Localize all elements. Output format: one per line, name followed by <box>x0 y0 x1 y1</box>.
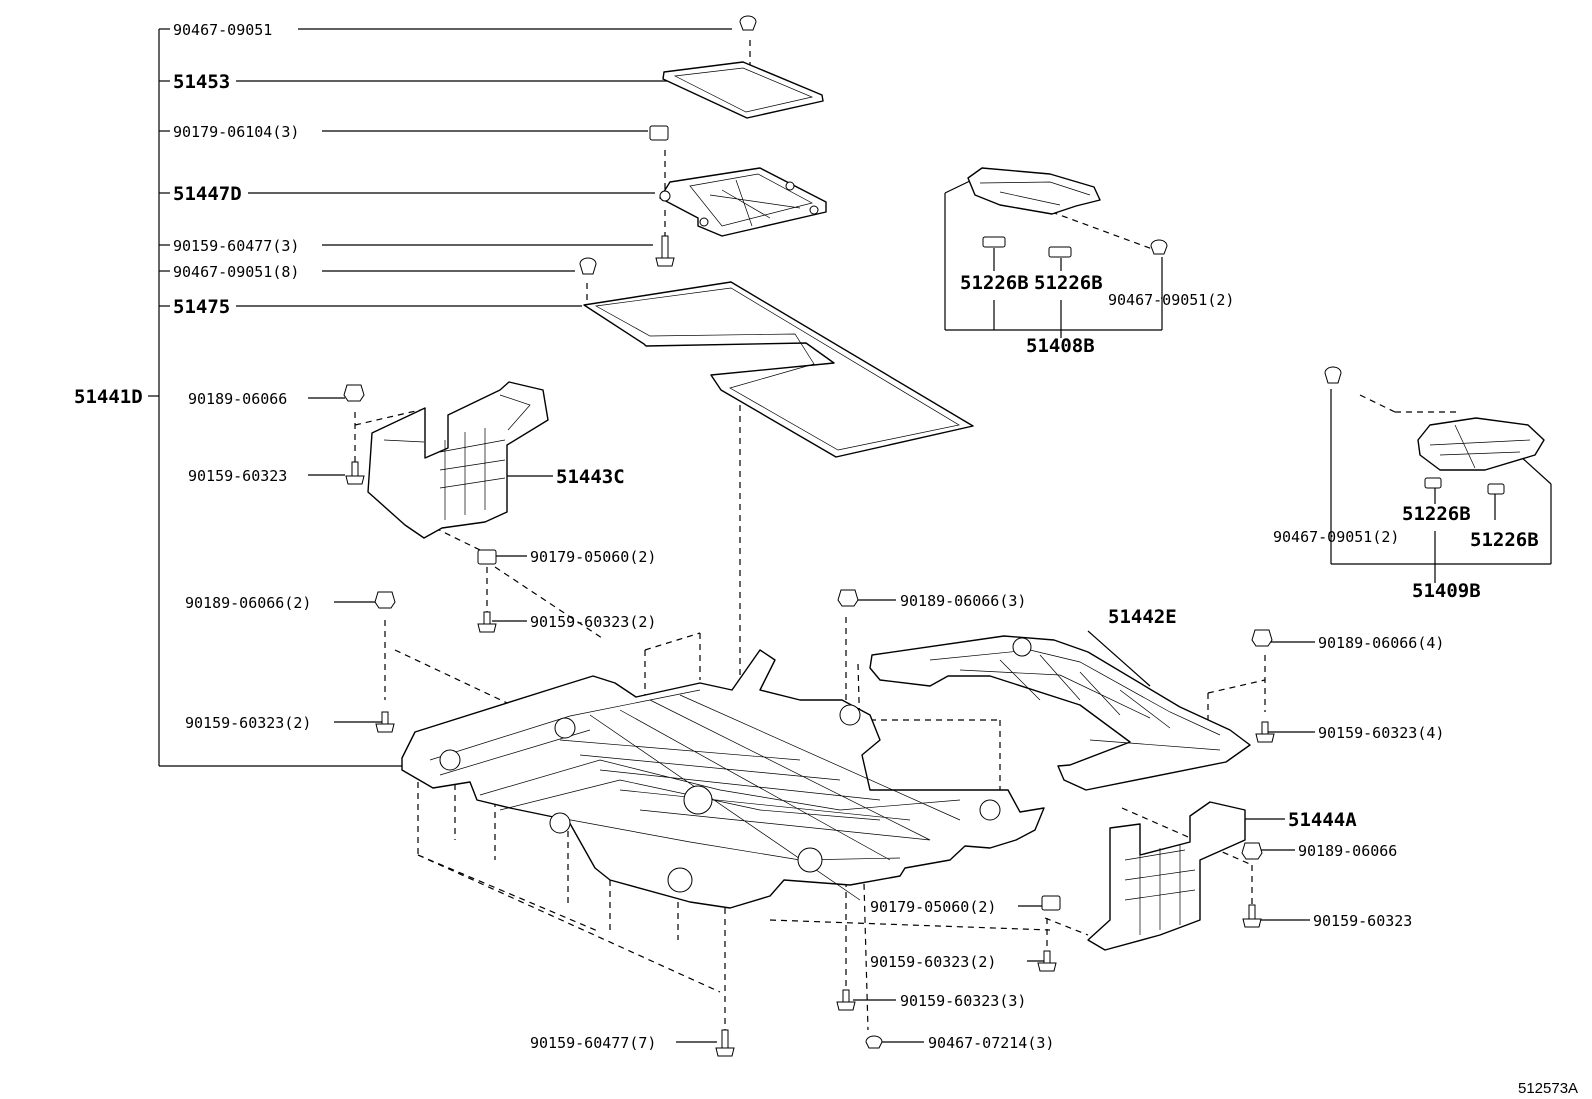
label-51441D: 51441D <box>74 386 143 408</box>
cover-51442E <box>869 635 1251 791</box>
label-90159-60323-2b: 90159-60323(2) <box>185 714 311 732</box>
label-90179-05060-a: 90179-05060(2) <box>530 548 656 566</box>
assembly-bracket <box>148 28 405 767</box>
image-id: 512573A <box>1518 1080 1578 1097</box>
label-90189-06066-a: 90189-06066 <box>188 390 287 408</box>
label-90189-06066-4: 90189-06066(4) <box>1318 634 1444 652</box>
label-51226B-b: 51226B <box>1034 272 1103 294</box>
label-90159-60323-4: 90159-60323(4) <box>1318 724 1444 742</box>
label-90467-09051-8: 90467-09051(8) <box>173 263 299 281</box>
shield-51444A <box>1087 801 1246 951</box>
bracket-51447D <box>659 167 827 237</box>
label-90179-05060-b: 90179-05060(2) <box>870 898 996 916</box>
label-90467-09051: 90467-09051 <box>173 21 272 39</box>
cover-51408B <box>967 167 1101 215</box>
label-90159-60323-b: 90159-60323 <box>1313 912 1412 930</box>
label-51443C: 51443C <box>556 466 625 488</box>
label-90189-06066-2: 90189-06066(2) <box>185 594 311 612</box>
seal-51475 <box>583 281 974 458</box>
label-51442E: 51442E <box>1108 606 1177 628</box>
label-90467-07214-3: 90467-07214(3) <box>928 1034 1054 1052</box>
label-51453: 51453 <box>173 71 230 93</box>
label-90467-09051-2b: 90467-09051(2) <box>1273 528 1399 546</box>
label-51444A: 51444A <box>1288 809 1357 831</box>
cover-51453 <box>662 61 824 119</box>
label-90467-09051-2a: 90467-09051(2) <box>1108 291 1234 309</box>
label-90189-06066-b: 90189-06066 <box>1298 842 1397 860</box>
label-90159-60323-3: 90159-60323(3) <box>900 992 1026 1010</box>
callout-labels: 90467-09051 51453 90179-06104(3) 51447D … <box>74 21 1578 1097</box>
label-51226B-a: 51226B <box>960 272 1029 294</box>
label-51475: 51475 <box>173 296 230 318</box>
under-cover-main <box>401 649 1045 909</box>
label-51408B: 51408B <box>1026 335 1095 357</box>
label-90189-06066-3: 90189-06066(3) <box>900 592 1026 610</box>
label-51409B: 51409B <box>1412 580 1481 602</box>
shield-51443C <box>367 381 549 539</box>
label-90159-60477-3: 90159-60477(3) <box>173 237 299 255</box>
label-90159-60323-2a: 90159-60323(2) <box>530 613 656 631</box>
label-51226B-d: 51226B <box>1470 529 1539 551</box>
label-90159-60323-2c: 90159-60323(2) <box>870 953 996 971</box>
label-51226B-c: 51226B <box>1402 503 1471 525</box>
label-51447D: 51447D <box>173 183 242 205</box>
cover-51409B <box>1417 417 1545 471</box>
label-90159-60477-7: 90159-60477(7) <box>530 1034 656 1052</box>
label-90159-60323-a: 90159-60323 <box>188 467 287 485</box>
label-90179-06104: 90179-06104(3) <box>173 123 299 141</box>
fasteners <box>343 15 1505 1057</box>
